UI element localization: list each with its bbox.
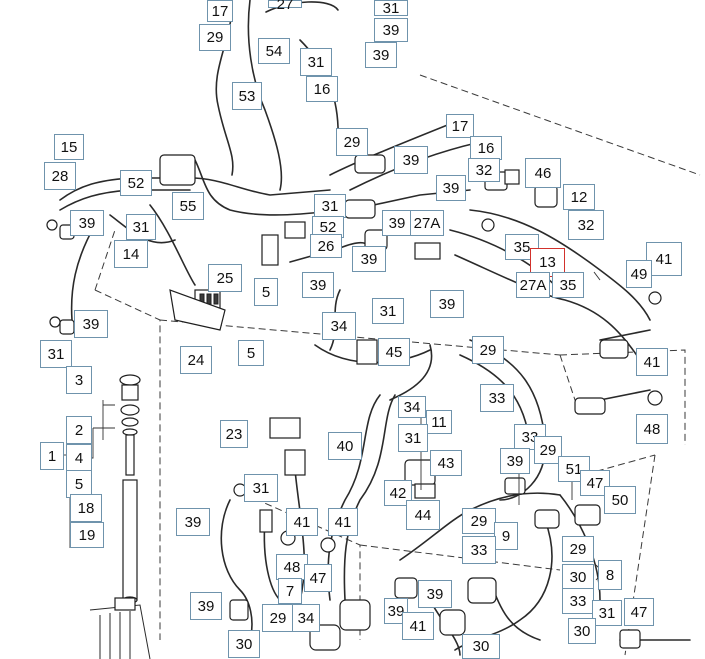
callout-label: 3 (66, 366, 92, 394)
callout-label: 54 (258, 38, 290, 64)
callout-label: 31 (126, 214, 156, 240)
callout-label: 25 (208, 264, 242, 292)
callout-label: 31 (372, 298, 404, 324)
callout-label: 39 (394, 146, 428, 174)
callout-label: 11 (426, 410, 452, 434)
assembly-outline (94, 74, 701, 656)
callout-label: 39 (74, 310, 108, 338)
callout-label: 41 (636, 348, 668, 376)
callout-label: 39 (374, 18, 408, 42)
callout-label: 5 (238, 340, 264, 366)
refrigerant-pipes (59, 0, 691, 656)
callout-label: 31 (244, 474, 278, 502)
callout-label: 18 (70, 494, 102, 522)
callout-label: 50 (604, 486, 636, 514)
callout-label: 39 (418, 580, 452, 608)
callout-label: 16 (306, 76, 338, 102)
callout-label: 47 (624, 598, 654, 626)
callout-label: 33 (562, 588, 594, 614)
callout-label: 27A (410, 210, 444, 236)
callout-label: 27A (516, 272, 550, 298)
callout-label: 40 (328, 432, 362, 460)
callout-label: 39 (302, 272, 334, 298)
callout-label: 2 (66, 416, 92, 444)
callout-label: 39 (365, 42, 397, 68)
callout-label: 41 (286, 508, 318, 536)
callout-label: 52 (120, 170, 152, 196)
callout-label: 30 (568, 618, 596, 644)
callout-label: 5 (254, 278, 278, 306)
callout-label: 39 (382, 210, 412, 236)
callout-label: 31 (398, 424, 428, 452)
callout-label: 14 (114, 240, 148, 268)
callout-label: 35 (552, 272, 584, 298)
fittings (46, 154, 663, 651)
callout-label: 49 (626, 260, 652, 288)
callout-label: 34 (322, 312, 356, 340)
callout-label: 30 (462, 634, 500, 659)
callout-label: 44 (406, 500, 440, 530)
callout-label: 41 (646, 242, 682, 276)
callout-label: 39 (190, 592, 222, 620)
callout-label: 43 (430, 450, 462, 476)
callout-label: 41 (402, 612, 434, 640)
callout-label: 34 (292, 604, 320, 632)
condenser (89, 597, 151, 659)
callout-label: 8 (598, 560, 622, 590)
callout-label: 39 (176, 508, 210, 536)
callout-label: 41 (328, 508, 358, 536)
callout-label: 4 (66, 444, 92, 472)
callout-label: 27 (268, 0, 302, 12)
callout-label: 45 (378, 338, 410, 366)
callout-label: 7 (278, 578, 302, 604)
callout-label: 19 (70, 522, 104, 548)
callout-label: 17 (207, 0, 233, 22)
callout-label: 33 (462, 536, 496, 564)
callout-label: 29 (462, 508, 496, 534)
receiver-drier (119, 374, 141, 604)
callout-label: 15 (54, 134, 84, 160)
callout-label: 5 (66, 470, 92, 498)
callout-label: 39 (352, 246, 386, 272)
callout-label: 53 (232, 82, 262, 110)
callout-label: 31 (300, 48, 332, 76)
callout-label: 51 (558, 456, 590, 482)
callout-label: 16 (470, 136, 502, 160)
callout-label: 34 (398, 396, 426, 418)
callout-label: 9 (494, 522, 518, 550)
callout-label: 31 (40, 340, 72, 368)
callout-label: 32 (468, 158, 500, 182)
callout-label: 33 (480, 384, 514, 412)
callout-label: 23 (220, 420, 248, 448)
callout-label: 30 (228, 630, 260, 658)
callout-label: 29 (534, 436, 562, 464)
callout-label: 29 (199, 24, 231, 51)
callout-label: 39 (500, 448, 530, 474)
callout-label: 1 (40, 442, 64, 470)
callout-label: 30 (562, 564, 594, 590)
callout-label: 31 (314, 194, 346, 218)
callout-label: 29 (472, 336, 504, 364)
callout-label: 26 (310, 234, 342, 258)
callout-label: 46 (525, 158, 561, 188)
callout-label: 55 (172, 192, 204, 220)
callout-label: 39 (70, 210, 104, 236)
callout-label: 48 (276, 554, 308, 580)
callout-label: 47 (304, 564, 332, 592)
callout-label: 29 (262, 604, 294, 632)
callout-label: 48 (636, 414, 668, 444)
callout-label: 17 (446, 114, 474, 138)
callout-label: 29 (562, 536, 594, 562)
callout-label: 12 (563, 184, 595, 210)
callout-label: 31 (374, 0, 408, 16)
callout-label: 32 (568, 210, 604, 240)
callout-label: 39 (436, 175, 466, 201)
callout-label: 29 (336, 128, 368, 156)
callout-label: 28 (44, 162, 76, 190)
callout-label: 24 (180, 346, 212, 374)
callout-label: 39 (430, 290, 464, 318)
callout-label: 31 (592, 600, 622, 626)
